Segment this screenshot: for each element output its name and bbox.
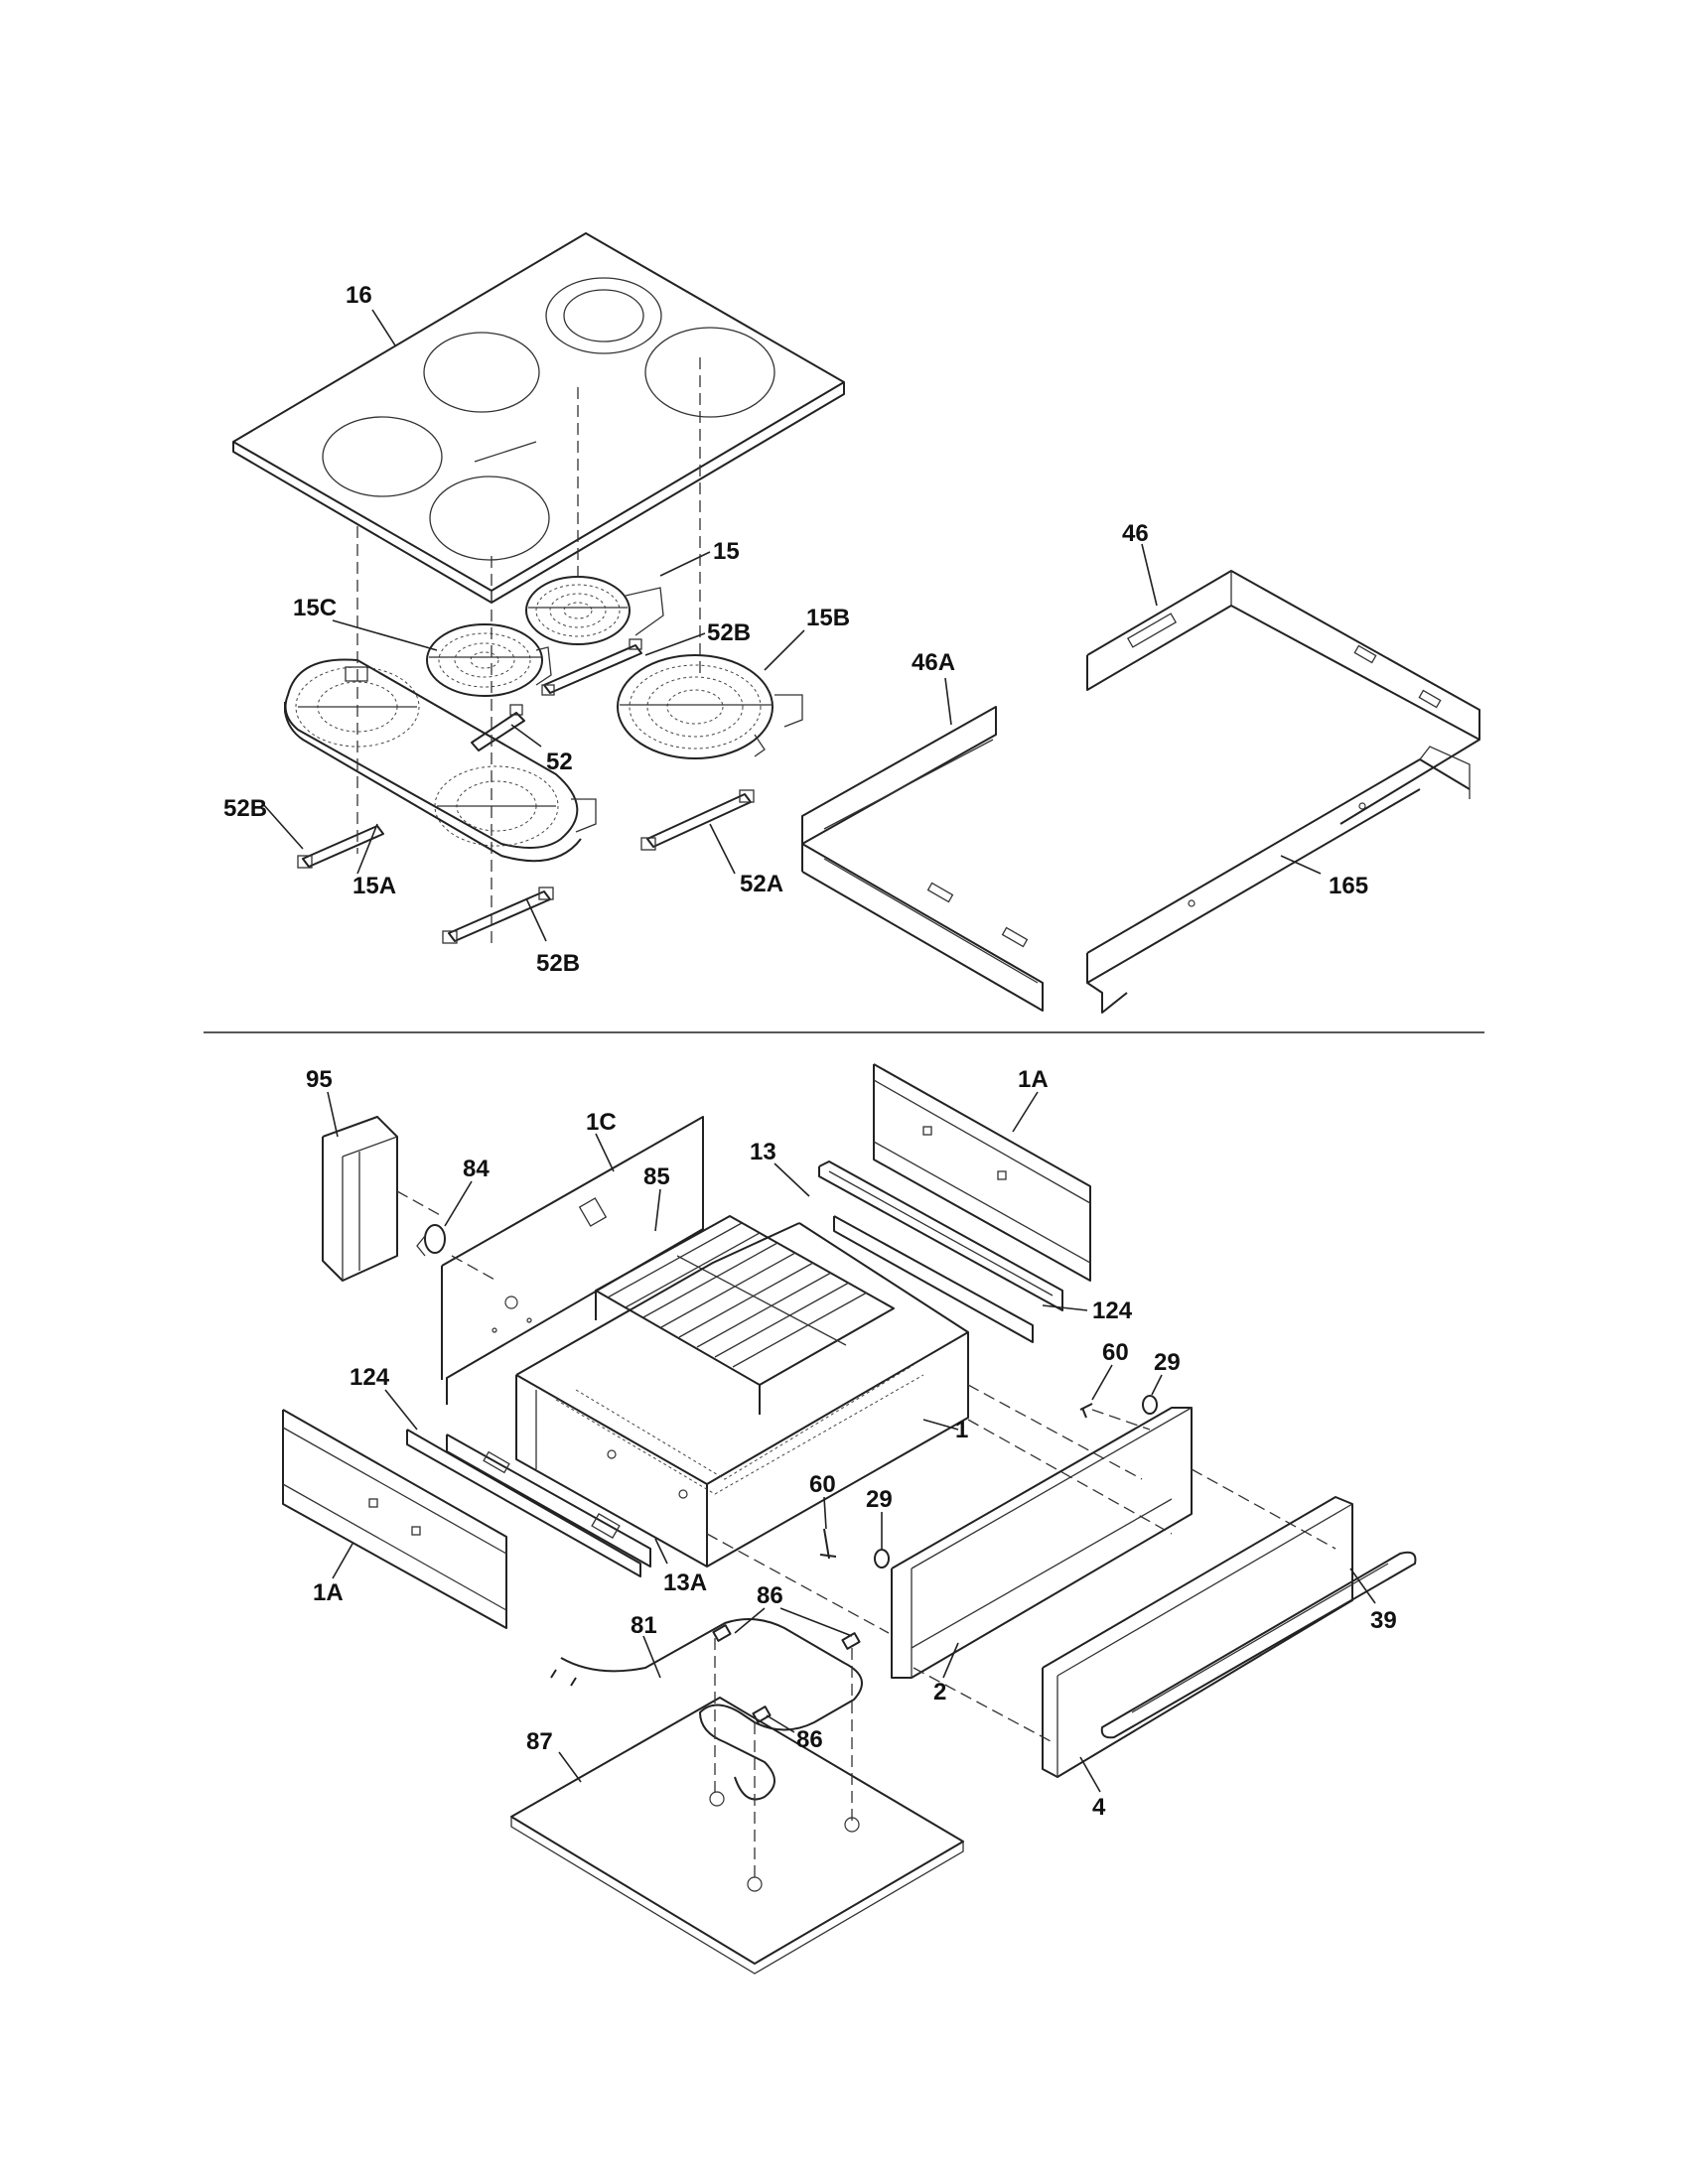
alignment-lines-lower: [396, 1190, 1336, 1881]
callout-95: 95: [306, 1066, 333, 1093]
rack-85[interactable]: [595, 1215, 895, 1415]
callout-124-left: 124: [350, 1364, 390, 1391]
callout-46A: 46A: [912, 649, 955, 676]
screw-60-middle[interactable]: [819, 1528, 837, 1560]
slide-rail-124-right[interactable]: [833, 1215, 1034, 1343]
bracket-95[interactable]: [322, 1116, 398, 1282]
side-panel-1A-top[interactable]: [873, 1063, 1091, 1282]
callout-1A-top: 1A: [1018, 1066, 1049, 1093]
strap-52B-left[interactable]: [297, 825, 384, 869]
callout-86-top: 86: [757, 1582, 783, 1609]
callout-15B: 15B: [806, 605, 850, 631]
callout-60-right: 60: [1102, 1339, 1129, 1366]
slide-13[interactable]: [818, 1160, 1063, 1311]
radiant-element-15C[interactable]: [426, 623, 552, 697]
strap-52[interactable]: [471, 704, 525, 751]
callout-labels: 16 15 15C 52B 15B 52 52B 15A 52A 52B 46 …: [223, 282, 1397, 1821]
callout-1: 1: [955, 1417, 968, 1443]
callout-15A: 15A: [352, 873, 396, 899]
strap-52A[interactable]: [640, 789, 755, 851]
drawer-front-frame-2[interactable]: [891, 1407, 1193, 1679]
cooktop-glass-16[interactable]: [232, 232, 845, 604]
callout-4: 4: [1092, 1794, 1106, 1821]
clip-86-bottom[interactable]: [752, 1706, 772, 1723]
side-panel-1A-bottom[interactable]: [282, 1409, 507, 1629]
rail-165[interactable]: [1086, 746, 1471, 1014]
callout-39: 39: [1370, 1607, 1397, 1634]
callout-85: 85: [643, 1163, 670, 1190]
callout-15C: 15C: [293, 595, 337, 621]
callout-60-middle: 60: [809, 1471, 836, 1498]
frame-46[interactable]: [1086, 570, 1480, 825]
alignment-lines-upper: [356, 357, 701, 943]
callout-52: 52: [546, 749, 573, 775]
sensor-84[interactable]: [416, 1224, 446, 1257]
callout-29-middle: 29: [866, 1486, 893, 1513]
callout-15: 15: [713, 538, 740, 565]
drawer-liner-1[interactable]: [515, 1222, 969, 1568]
handle-39[interactable]: [1100, 1551, 1417, 1739]
callout-52B-left: 52B: [223, 795, 267, 822]
callout-46: 46: [1122, 520, 1149, 547]
callout-52B-bottom: 52B: [536, 950, 580, 977]
bottom-panel-87[interactable]: [510, 1697, 964, 1975]
screw-60-right[interactable]: [1079, 1403, 1093, 1419]
callout-87: 87: [526, 1728, 553, 1755]
callout-29-right: 29: [1154, 1349, 1181, 1376]
drawer-front-panel-4[interactable]: [1042, 1496, 1353, 1778]
strap-52B-bottom[interactable]: [442, 887, 554, 944]
side-frame-46A[interactable]: [801, 706, 1044, 1012]
callout-1A-bottom: 1A: [313, 1579, 344, 1606]
callout-1C: 1C: [586, 1109, 617, 1136]
callout-84: 84: [463, 1156, 490, 1182]
slide-rail-124-left[interactable]: [406, 1429, 641, 1577]
clip-86-top[interactable]: [712, 1624, 861, 1650]
back-panel-1C[interactable]: [441, 1116, 704, 1405]
callout-124-right: 124: [1092, 1297, 1133, 1324]
callout-86-bottom: 86: [796, 1726, 823, 1753]
callout-52A: 52A: [740, 871, 783, 897]
radiant-element-15B[interactable]: [617, 654, 803, 759]
callout-165: 165: [1329, 873, 1368, 899]
callout-81: 81: [631, 1612, 657, 1639]
leader-lines: [262, 309, 1376, 1793]
slide-13A[interactable]: [446, 1433, 651, 1568]
callout-13: 13: [750, 1139, 776, 1165]
callout-2: 2: [933, 1679, 946, 1706]
radiant-element-15[interactable]: [525, 576, 664, 645]
spacer-29-middle[interactable]: [874, 1549, 890, 1569]
strap-52B-top[interactable]: [541, 638, 642, 696]
callout-52B-top: 52B: [707, 619, 751, 646]
spacer-29-right[interactable]: [1142, 1395, 1158, 1415]
heating-element-81[interactable]: [550, 1618, 863, 1801]
callout-16: 16: [346, 282, 372, 309]
callout-13A: 13A: [663, 1570, 707, 1596]
